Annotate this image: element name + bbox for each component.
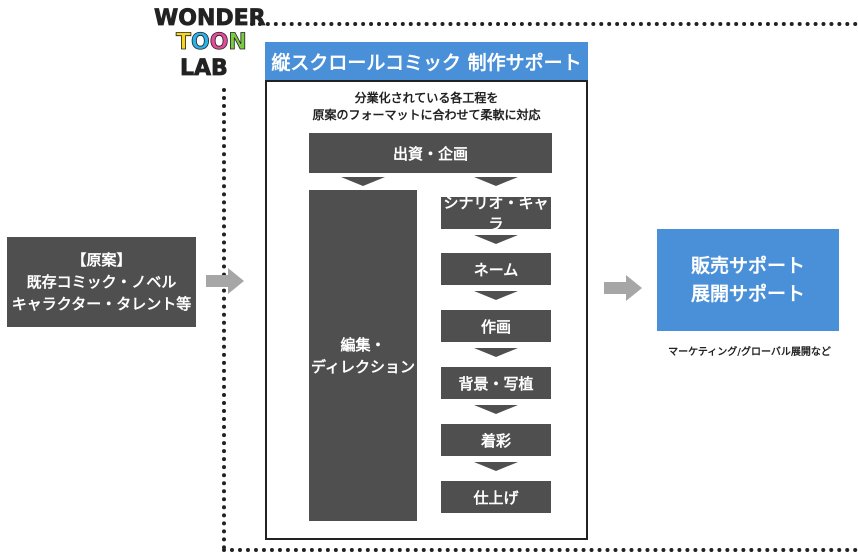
frame-top-border — [250, 22, 858, 26]
editing-direction-box: 編集・ ディレクション — [309, 190, 417, 521]
logo-toon: TOON — [176, 30, 248, 56]
flow-arrow-down — [474, 405, 518, 414]
sales-support-box: 販売サポート 展開サポート — [657, 229, 839, 331]
funding-planning-box: 出資・企画 — [309, 133, 552, 173]
right-arrow-icon — [604, 275, 642, 301]
flow-arrow-down — [474, 235, 518, 244]
flow-arrow-down — [474, 348, 518, 357]
original-line: 【原案】 — [71, 251, 132, 269]
step-scenario-character: シナリオ・キャラ — [441, 194, 551, 233]
original-line: キャラクター・タレント等 — [11, 295, 192, 313]
wondertoonlab-logo: WONDER TOON LAB — [150, 4, 266, 90]
description-line: 原案のフォーマットに合わせて柔軟に対応 — [312, 108, 541, 122]
original-source-box: 【原案】 既存コミック・ノベル キャラクター・タレント等 — [7, 237, 196, 327]
logo-toon-letter: O — [209, 30, 229, 56]
flow-arrow-down — [341, 177, 385, 186]
flow-arrow-down — [474, 177, 518, 186]
sales-line: 展開サポート — [690, 283, 805, 305]
sales-note: マーケティング/グローバル展開など — [668, 347, 831, 358]
editing-line: 編集・ — [340, 335, 386, 354]
step-finishing: 仕上げ — [441, 481, 551, 513]
panel-description: 分業化されている各工程を 原案のフォーマットに合わせて柔軟に対応 — [268, 90, 585, 124]
logo-toon-letter: N — [228, 30, 247, 56]
frame-left-border — [222, 88, 226, 550]
original-line: 既存コミック・ノベル — [26, 273, 177, 291]
panel-title: 縦スクロールコミック 制作サポート — [265, 42, 588, 80]
step-name-storyboard: ネーム — [441, 253, 551, 285]
flow-arrow-down — [474, 462, 518, 471]
sales-line: 販売サポート — [690, 255, 805, 277]
step-background-lettering: 背景・写植 — [441, 367, 551, 399]
frame-bottom-border — [222, 548, 858, 552]
description-line: 分業化されている各工程を — [354, 91, 499, 105]
flow-arrow-down — [474, 291, 518, 300]
step-drawing: 作画 — [441, 310, 551, 342]
right-arrow-icon — [206, 268, 244, 294]
logo-wonder: WONDER — [154, 6, 266, 32]
logo-toon-letter: O — [191, 30, 210, 56]
editing-line: ディレクション — [311, 357, 415, 376]
logo-toon-letter: T — [176, 30, 192, 56]
logo-lab: LAB — [180, 56, 229, 82]
step-coloring: 着彩 — [441, 424, 551, 456]
